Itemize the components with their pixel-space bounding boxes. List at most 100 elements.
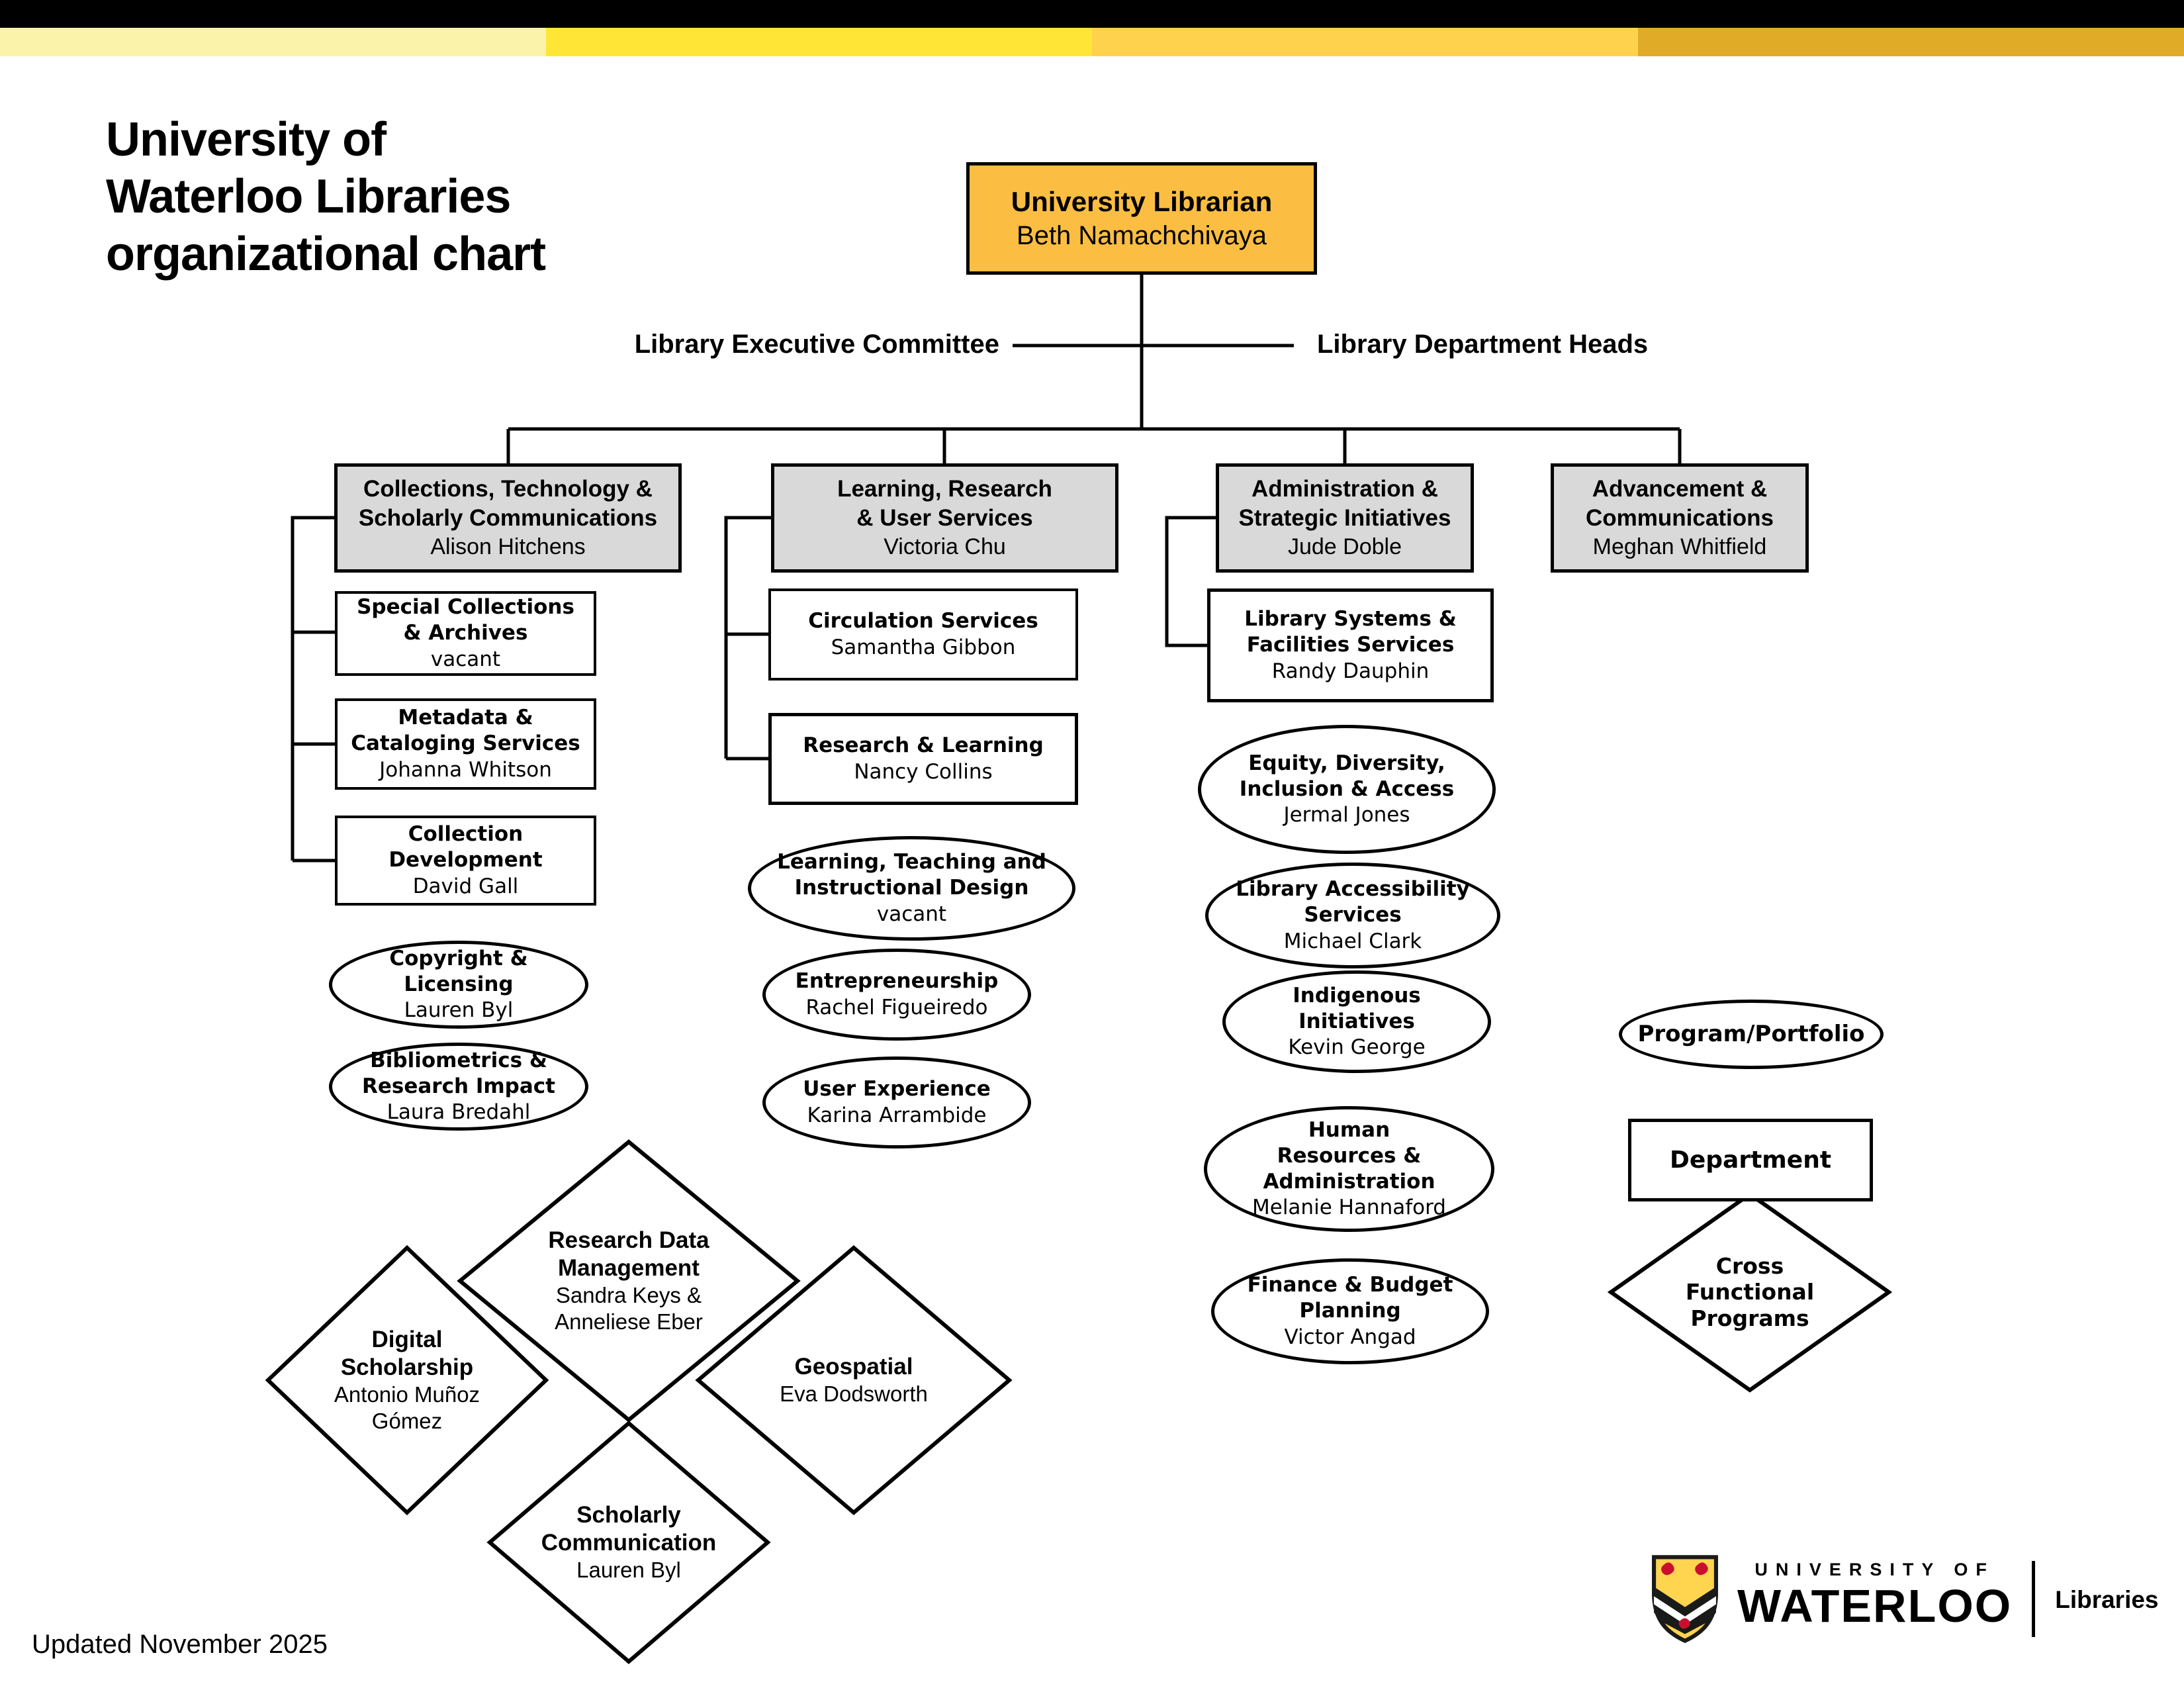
node-person: Randy Dauphin (1271, 659, 1430, 683)
top-black-bar (0, 0, 2184, 28)
node-learning-teaching-instructional-design: Learning, Teaching and Instructional Des… (748, 836, 1075, 941)
legend-label: Department (1669, 1146, 1832, 1174)
node-title: Library Systems & Facilities Services (1244, 607, 1457, 657)
node-title: User Experience (803, 1077, 991, 1102)
node-person: David Gall (412, 874, 519, 898)
node-library-systems-facilities-services: Library Systems & Facilities Services Ra… (1207, 588, 1494, 702)
node-person: Kevin George (1288, 1035, 1426, 1060)
logo-waterloo: WATERLOO (1737, 1580, 2013, 1632)
node-person: Nancy Collins (854, 759, 993, 784)
node-research-data-management: Research Data Management Sandra Keys & A… (496, 1195, 761, 1367)
node-person: Jermal Jones (1283, 803, 1410, 827)
node-title: Copyright & Licensing (389, 946, 528, 996)
node-title: Bibliometrics & Research Impact (362, 1048, 555, 1098)
legend-label: Cross Functional Programs (1685, 1252, 1815, 1331)
node-scholarly-communication: Scholarly Communication Lauren Byl (503, 1476, 754, 1609)
node-research-learning: Research & Learning Nancy Collins (768, 713, 1078, 805)
top-gold-bar-segment-2 (546, 28, 1092, 56)
logo-wordmark: UNIVERSITY OF WATERLOO (1737, 1554, 2012, 1629)
node-person: Samantha Gibbon (831, 635, 1016, 659)
node-equity-diversity-inclusion-access: Equity, Diversity, Inclusion & Access Je… (1198, 725, 1496, 854)
node-metadata-cataloging-services: Metadata & Cataloging Services Johanna W… (335, 698, 596, 790)
node-title: Library Accessibility Services (1236, 877, 1470, 927)
library-executive-committee-label: Library Executive Committee (634, 330, 999, 359)
node-indigenous-initiatives: Indigenous Initiatives Kevin George (1222, 970, 1491, 1073)
logo-libraries-label: Libraries (2055, 1586, 2159, 1613)
scholarly-communication-diamond (486, 1421, 771, 1664)
node-title: Entrepreneurship (795, 969, 999, 994)
node-person: Jude Doble (1287, 534, 1402, 560)
node-person: Rachel Figueiredo (805, 995, 988, 1019)
node-person: Sandra Keys & Anneliese Eber (555, 1283, 703, 1334)
node-title: Special Collections & Archives (357, 595, 574, 645)
node-title: Administration & Strategic Initiatives (1238, 475, 1451, 532)
node-person: Melanie Hannaford (1252, 1196, 1446, 1220)
legend-label: Program/Portfolio (1637, 1021, 1865, 1048)
node-person: vacant (430, 647, 501, 671)
node-university-librarian: University Librarian Beth Namachchivaya (966, 162, 1317, 275)
node-title: University Librarian (1011, 185, 1273, 217)
node-learning-research-user-services: Learning, Research & User Services Victo… (771, 463, 1118, 573)
digital-scholarship-diamond (265, 1244, 549, 1516)
node-title: Advancement & Communications (1586, 475, 1774, 532)
node-collection-development: Collection Development David Gall (335, 816, 596, 906)
top-gold-bar-segment-3 (1092, 28, 1638, 56)
node-digital-scholarship: Digital Scholarship Antonio Muñoz Gómez (288, 1294, 526, 1466)
node-title: Equity, Diversity, Inclusion & Access (1239, 751, 1455, 801)
node-person: Johanna Whitson (379, 757, 552, 782)
node-person: Karina Arrambide (807, 1103, 987, 1127)
node-person: Lauren Byl (576, 1558, 681, 1583)
node-person: vacant (876, 902, 947, 926)
research-data-management-diamond (457, 1139, 801, 1423)
legend-program-portfolio: Program/Portfolio (1619, 1000, 1884, 1069)
node-title: Circulation Services (808, 609, 1038, 633)
legend-cross-functional-programs: Cross Functional Programs (1651, 1213, 1849, 1372)
node-title: Human Resources & Administration (1263, 1117, 1435, 1194)
node-title: Indigenous Initiatives (1293, 983, 1421, 1033)
node-title: Collection Development (388, 822, 543, 872)
legend-department: Department (1628, 1119, 1873, 1201)
node-title: Digital Scholarship (340, 1327, 474, 1381)
node-person: Eva Dodsworth (780, 1382, 928, 1407)
node-person: Antonio Muñoz Gómez (334, 1382, 480, 1433)
legend-cross-functional-diamond (1607, 1192, 1893, 1393)
node-title: Metadata & Cataloging Services (351, 706, 580, 756)
page-title: University of Waterloo Libraries organiz… (106, 113, 546, 281)
node-user-experience: User Experience Karina Arrambide (762, 1056, 1031, 1149)
top-gold-bar-segment-4 (1638, 28, 2184, 56)
node-circulation-services: Circulation Services Samantha Gibbon (768, 588, 1078, 680)
node-human-resources-administration: Human Resources & Administration Melanie… (1204, 1106, 1494, 1232)
node-title: Geospatial (794, 1354, 913, 1380)
node-title: Scholarly Communication (541, 1502, 717, 1556)
node-title: Research Data Management (548, 1227, 709, 1282)
node-title: Collections, Technology & Scholarly Comm… (358, 475, 658, 532)
shield-lions (1661, 1562, 1708, 1629)
node-person: Alison Hitchens (430, 534, 586, 560)
node-title: Learning, Teaching and Instructional Des… (777, 850, 1046, 900)
top-gold-bar-segment-1 (0, 28, 546, 56)
geospatial-diamond (695, 1245, 1013, 1515)
node-person: Victoria Chu (884, 534, 1006, 560)
updated-date: Updated November 2025 (32, 1630, 328, 1659)
node-geospatial: Geospatial Eva Dodsworth (728, 1324, 979, 1436)
node-finance-budget-planning: Finance & Budget Planning Victor Angad (1211, 1258, 1489, 1364)
node-title: Research & Learning (803, 733, 1044, 758)
library-department-heads-label: Library Department Heads (1317, 330, 1649, 359)
node-copyright-licensing: Copyright & Licensing Lauren Byl (329, 941, 588, 1029)
node-collections-technology-scholarly-communications: Collections, Technology & Scholarly Comm… (334, 463, 682, 573)
node-bibliometrics-research-impact: Bibliometrics & Research Impact Laura Br… (329, 1043, 588, 1131)
node-entrepreneurship: Entrepreneurship Rachel Figueiredo (762, 949, 1031, 1041)
node-administration-strategic-initiatives: Administration & Strategic Initiatives J… (1216, 463, 1474, 573)
waterloo-shield-icon (1652, 1555, 1718, 1644)
node-person: Beth Namachchivaya (1017, 221, 1267, 251)
connector-lines (291, 275, 1682, 863)
node-person: Victor Angad (1284, 1325, 1416, 1349)
logo-university-of: UNIVERSITY OF (1754, 1560, 1995, 1579)
node-person: Michael Clark (1283, 929, 1422, 953)
node-person: Laura Bredahl (387, 1100, 531, 1125)
node-person: Meghan Whitfield (1592, 534, 1767, 560)
node-special-collections-archives: Special Collections & Archives vacant (335, 591, 596, 676)
node-title: Finance & Budget Planning (1247, 1273, 1453, 1323)
